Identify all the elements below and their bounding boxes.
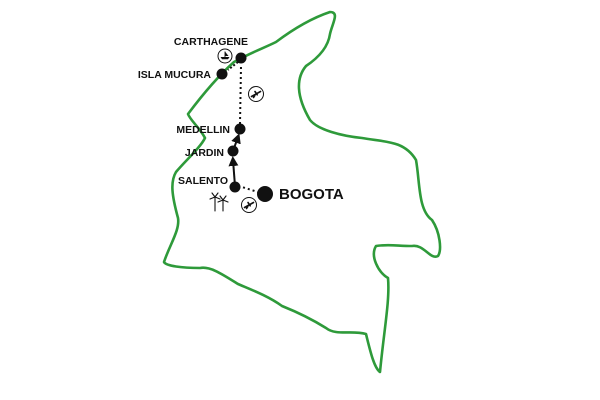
plane-icon xyxy=(241,197,257,213)
city-markers xyxy=(216,52,273,202)
city-label-carthagene: CARTHAGENE xyxy=(174,36,248,48)
city-label-isla-mucura: ISLA MUCURA xyxy=(138,69,212,81)
city-label-jardin: JARDIN xyxy=(185,147,224,159)
city-dot-bogota xyxy=(257,186,273,202)
colombia-border xyxy=(162,10,442,374)
route xyxy=(227,61,265,195)
plane-icon xyxy=(248,86,264,102)
city-dot-jardin xyxy=(227,145,239,157)
city-dot-medellin xyxy=(234,123,246,135)
city-dot-carthagene xyxy=(235,52,247,64)
city-labels: CARTHAGENE ISLA MUCURA MEDELLIN JARDIN S… xyxy=(138,36,344,203)
flight-route-bogota-salento xyxy=(241,186,265,195)
city-label-bogota: BOGOTA xyxy=(279,186,344,203)
palm-trees-icon xyxy=(209,192,229,212)
boat-icon xyxy=(217,48,233,64)
city-dot-salento xyxy=(229,181,241,193)
city-dot-isla-mucura xyxy=(216,68,228,80)
city-label-salento: SALENTO xyxy=(178,175,228,187)
city-label-medellin: MEDELLIN xyxy=(176,124,230,136)
flight-route-medellin-carthagene xyxy=(239,65,242,125)
